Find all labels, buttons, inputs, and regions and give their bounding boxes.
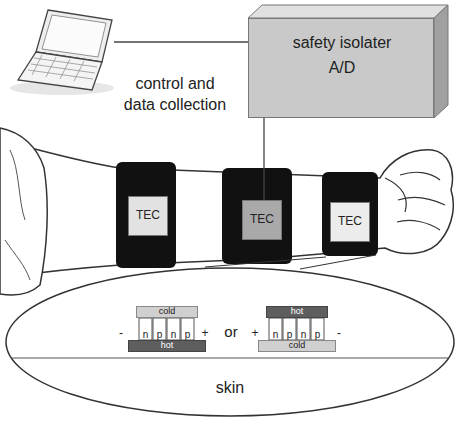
semiconductor-type: p xyxy=(157,330,163,340)
cold-plate: cold xyxy=(258,340,336,352)
tec-module: TEC xyxy=(330,202,370,242)
laptop-base xyxy=(18,52,102,90)
arm-band xyxy=(322,172,378,256)
node-label: TEC xyxy=(250,213,274,226)
isolator-box: safety isolaterA/D xyxy=(248,18,434,118)
semiconductor-type: p xyxy=(315,330,321,340)
semiconductor-type: n xyxy=(143,330,149,340)
semiconductor-type: n xyxy=(171,330,177,340)
box-side-face xyxy=(434,5,448,118)
hot-plate: hot xyxy=(128,340,206,352)
box-top-face xyxy=(248,5,448,18)
skin-surface xyxy=(12,357,448,358)
semiconductor-type: n xyxy=(301,330,307,340)
node-heading: skin xyxy=(4,378,456,399)
or-label: or xyxy=(224,324,237,339)
node-label: TEC xyxy=(136,209,160,222)
tec-module: TEC xyxy=(128,196,168,236)
polarity-sign: + xyxy=(201,327,208,339)
arm-band xyxy=(116,162,176,268)
connector-line xyxy=(263,118,264,200)
semiconductor-legs xyxy=(139,318,324,340)
laptop-keys xyxy=(28,55,97,81)
forearm xyxy=(0,140,453,278)
polarity-sign: - xyxy=(337,327,341,339)
node-label: cold xyxy=(289,341,306,351)
semiconductor-type: p xyxy=(185,330,191,340)
callout-line xyxy=(300,255,376,269)
node-label: cold xyxy=(159,307,176,317)
callout-line xyxy=(205,257,326,267)
node-heading: safety isolater xyxy=(249,33,435,54)
polarity-sign: - xyxy=(119,327,123,339)
hot-plate: hot xyxy=(266,306,328,318)
shirt-sleeve xyxy=(0,128,47,295)
laptop-display xyxy=(42,15,106,57)
node-label: A/D xyxy=(249,58,435,79)
cold-plate: cold xyxy=(136,306,198,318)
laptop-drawing xyxy=(10,10,114,95)
connector-line xyxy=(114,41,248,42)
callout-ellipse: skin cold hot hot cold xyxy=(4,266,456,418)
tec-module: TEC xyxy=(242,200,282,240)
laptop: control and data collection xyxy=(16,8,114,94)
fist-fingers xyxy=(385,172,445,230)
node-label: hot xyxy=(161,341,174,351)
polarity-sign: + xyxy=(251,327,258,339)
node-heading: control and data collection xyxy=(120,74,230,116)
sleeve-wrinkles xyxy=(5,150,30,280)
semiconductor-type: p xyxy=(287,330,293,340)
arm-band xyxy=(222,168,292,264)
node-label: TEC xyxy=(338,215,362,228)
node-label: hot xyxy=(291,307,304,317)
semiconductor-type: n xyxy=(273,330,279,340)
